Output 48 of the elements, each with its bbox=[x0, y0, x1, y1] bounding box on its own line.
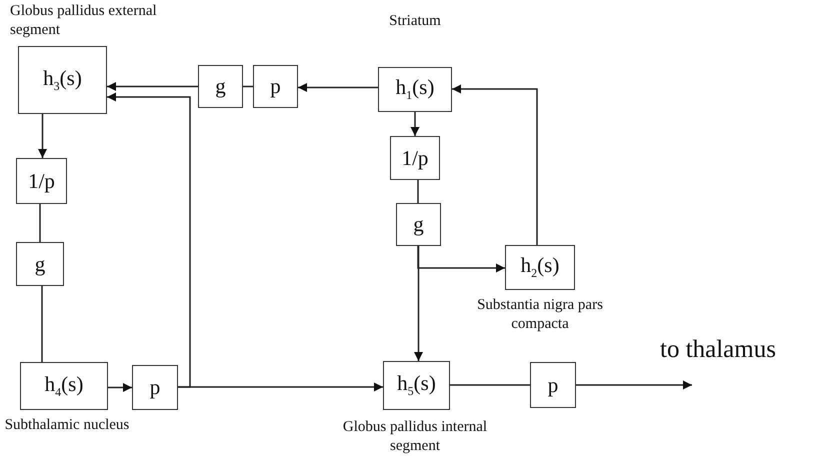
connector-line bbox=[450, 384, 530, 386]
block-box bbox=[253, 65, 298, 108]
output-label: to thalamus bbox=[660, 336, 776, 364]
arrow bbox=[414, 246, 423, 361]
block-box bbox=[378, 67, 452, 112]
block-box bbox=[16, 158, 67, 204]
transfer-function: g bbox=[215, 74, 226, 99]
connector-line bbox=[243, 86, 253, 88]
block-box bbox=[383, 361, 450, 410]
arrow bbox=[38, 114, 47, 158]
arrow bbox=[178, 382, 383, 392]
transfer-function: h$_{2}$(s) bbox=[520, 253, 560, 282]
block-box bbox=[505, 245, 575, 290]
block-box bbox=[530, 362, 576, 408]
transfer-function: h$_{4}$(s) bbox=[44, 372, 84, 400]
arrow bbox=[107, 92, 191, 388]
arrow bbox=[410, 112, 420, 136]
region-label: Subthalamic nucleus bbox=[4, 416, 130, 435]
arrow bbox=[576, 380, 692, 390]
connector-line bbox=[417, 180, 419, 203]
transfer-function: g bbox=[413, 212, 424, 237]
region-label: Globus pallidus external segment bbox=[10, 2, 158, 40]
transfer-function: p bbox=[270, 74, 281, 99]
transfer-function: h$_{1}$(s) bbox=[396, 75, 434, 104]
block-box bbox=[18, 46, 107, 114]
connector-line bbox=[41, 286, 43, 362]
arrow bbox=[298, 83, 378, 92]
arrow bbox=[107, 82, 198, 91]
block-box bbox=[132, 365, 178, 410]
transfer-function: h$_{3}$(s) bbox=[43, 66, 82, 94]
transfer-function: p bbox=[548, 372, 558, 398]
region-label: Globus pallidus internal segment bbox=[342, 418, 488, 456]
transfer-function: 1/p bbox=[402, 146, 428, 170]
region-label: Striatum bbox=[388, 12, 442, 31]
transfer-function: g bbox=[34, 252, 46, 276]
arrow bbox=[108, 383, 132, 392]
block-box bbox=[198, 65, 243, 108]
transfer-function: p bbox=[150, 375, 160, 400]
connector-line bbox=[39, 204, 41, 242]
transfer-function: h$_{5}$(s) bbox=[397, 371, 436, 400]
transfer-function: 1/p bbox=[28, 168, 55, 194]
arrow bbox=[452, 84, 538, 245]
arrow bbox=[417, 246, 505, 272]
block-box bbox=[396, 203, 441, 246]
block-box bbox=[20, 362, 108, 410]
region-label: Substantia nigra pars compacta bbox=[476, 296, 604, 334]
block-box bbox=[390, 136, 440, 180]
block-box bbox=[16, 242, 64, 286]
